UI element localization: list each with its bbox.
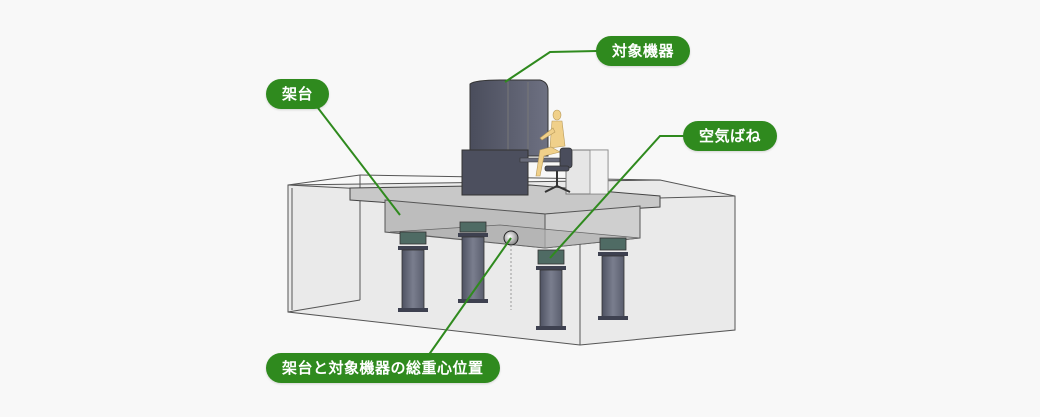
column-front-left xyxy=(398,231,428,312)
leader-center-of-gravity xyxy=(427,237,512,357)
operator-chair xyxy=(544,147,573,193)
callout-target-equipment: 対象機器 xyxy=(596,36,691,66)
leader-lines xyxy=(317,50,685,357)
leader-target-equipment xyxy=(504,50,598,83)
leader-air-spring xyxy=(549,135,685,259)
monitor-box xyxy=(565,149,609,195)
callout-center-of-gravity: 架台と対象機器の総重心位置 xyxy=(266,353,500,383)
callout-frame: 架台 xyxy=(266,79,330,109)
column-back-right xyxy=(598,237,628,320)
leader-frame xyxy=(317,107,401,216)
column-front-right xyxy=(536,249,566,330)
callout-air-spring: 空気ばね xyxy=(683,121,778,151)
